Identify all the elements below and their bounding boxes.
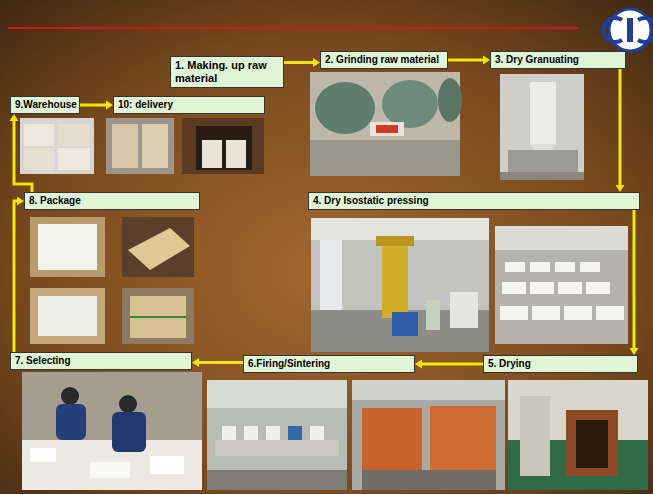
arrow-line bbox=[14, 120, 32, 192]
arrow-head bbox=[415, 360, 422, 369]
flow-arrow bbox=[10, 114, 33, 192]
step-text: 3. Dry Granuating bbox=[495, 54, 621, 66]
arrow-head bbox=[17, 197, 24, 206]
arrow-head bbox=[10, 114, 19, 121]
arrow-head bbox=[616, 185, 625, 192]
arrow-line bbox=[14, 201, 18, 352]
photo-kiln bbox=[352, 380, 505, 490]
photo-granulating bbox=[500, 74, 584, 180]
arrow-line bbox=[198, 361, 243, 364]
arrow-line bbox=[619, 69, 622, 186]
photo-shuttle-kiln bbox=[508, 380, 648, 490]
step-label: 2. Grinding raw material bbox=[320, 51, 448, 69]
flow-arrow bbox=[192, 358, 243, 367]
arrow-line bbox=[448, 59, 484, 62]
step-label: 5. Drying bbox=[483, 355, 638, 373]
arrow-head bbox=[313, 58, 320, 67]
arrow-line bbox=[633, 210, 636, 349]
step-label: 6.Firing/Sintering bbox=[243, 355, 415, 373]
arrow-head bbox=[192, 358, 199, 367]
company-logo bbox=[603, 9, 653, 51]
step-label: 1. Making. up raw material bbox=[170, 56, 284, 88]
flow-arrow bbox=[80, 101, 113, 110]
flow-arrow bbox=[14, 197, 24, 353]
flow-arrow bbox=[284, 58, 320, 67]
arrow-head bbox=[106, 101, 113, 110]
flow-arrow bbox=[448, 56, 490, 65]
step-label: 7. Selecting bbox=[10, 352, 192, 370]
photo-warehouse bbox=[20, 118, 264, 174]
flow-arrow bbox=[630, 210, 639, 355]
step-text: 1. Making. up raw material bbox=[175, 59, 279, 85]
step-text: 2. Grinding raw material bbox=[325, 54, 443, 66]
flow-arrow bbox=[415, 360, 483, 369]
step-text: 5. Drying bbox=[488, 358, 633, 370]
arrow-line bbox=[284, 61, 314, 64]
step-label: 9.Warehouse bbox=[10, 96, 80, 114]
step-text: 7. Selecting bbox=[15, 355, 187, 367]
step-label: 8. Package bbox=[24, 192, 200, 210]
step-text: 4. Dry Isostatic pressing bbox=[313, 195, 635, 207]
arrow-head bbox=[483, 56, 490, 65]
photo-drying bbox=[495, 226, 628, 344]
arrow-head bbox=[630, 348, 639, 355]
step-text: 8. Package bbox=[29, 195, 195, 207]
red-rule bbox=[8, 27, 578, 29]
arrow-line bbox=[421, 363, 483, 366]
step-label: 4. Dry Isostatic pressing bbox=[308, 192, 640, 210]
arrow-line bbox=[80, 104, 107, 107]
step-text: 10: delivery bbox=[118, 99, 260, 111]
flow-arrow bbox=[616, 69, 625, 192]
photo-package bbox=[30, 217, 194, 344]
photo-selecting bbox=[22, 372, 202, 490]
step-text: 6.Firing/Sintering bbox=[248, 358, 410, 370]
step-label: 10: delivery bbox=[113, 96, 265, 114]
step-text: 9.Warehouse bbox=[15, 99, 75, 111]
photo-firing bbox=[207, 380, 347, 490]
photo-pressing bbox=[311, 218, 489, 352]
photo-grinding bbox=[310, 72, 462, 176]
step-label: 3. Dry Granuating bbox=[490, 51, 626, 69]
